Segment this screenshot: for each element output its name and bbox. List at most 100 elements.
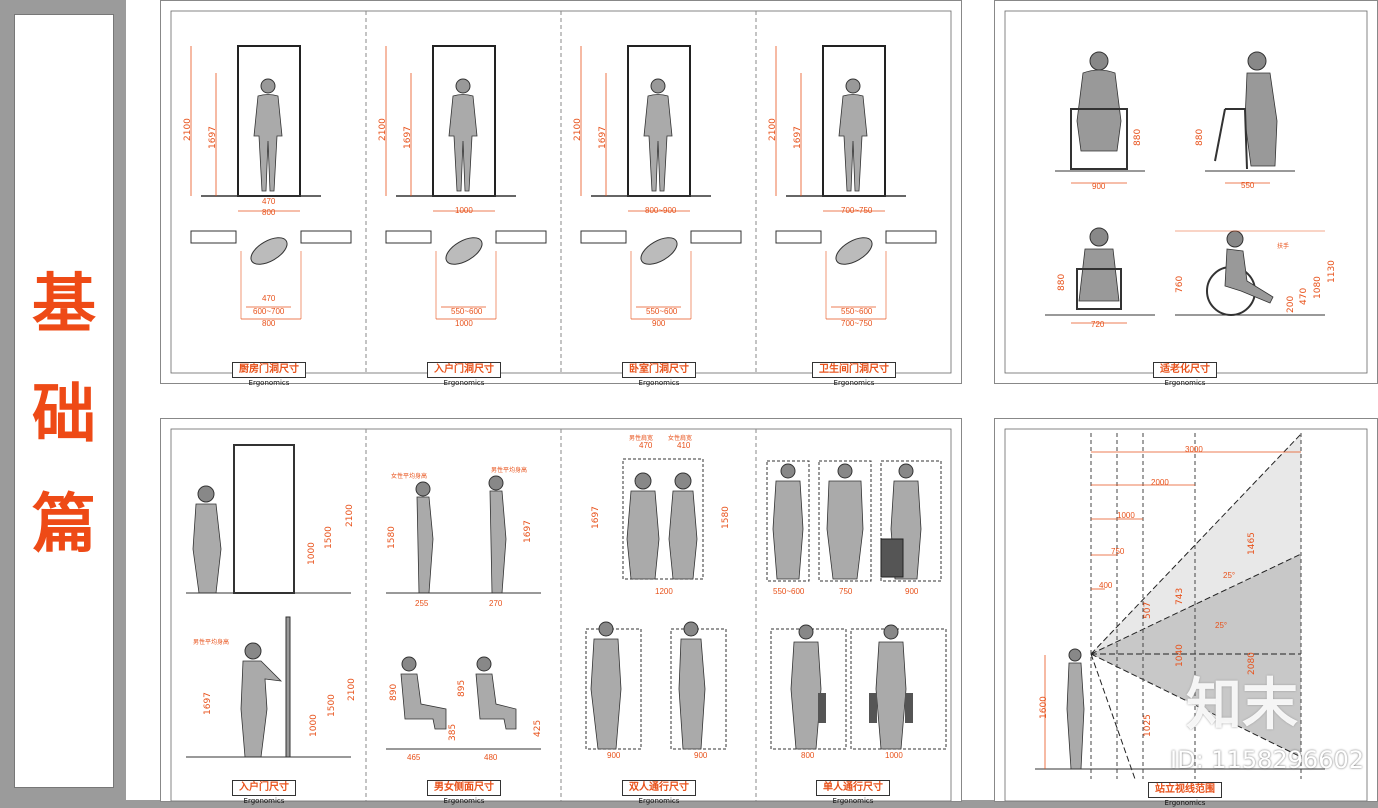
- entry-h3: 1000: [307, 542, 317, 565]
- door1-width-plan-b: 600~700: [253, 307, 285, 316]
- single-width-5: 1000: [885, 751, 903, 760]
- single-width-1: 550~600: [773, 587, 805, 596]
- female-sit-depth: 465: [407, 753, 421, 762]
- double-male-height: 1697: [591, 506, 601, 529]
- wheel-height-4: 470: [1299, 287, 1309, 305]
- sight-v6: 1025: [1143, 714, 1153, 737]
- sight-panel: 3000 2000 1000 750 400 25° 25° 1600 1465…: [994, 418, 1378, 807]
- title-char-1: 基: [32, 268, 96, 342]
- male-avg-label: 男性平均身高: [491, 467, 528, 474]
- single-width-4: 800: [801, 751, 815, 760]
- passage-drawing: [170, 428, 952, 801]
- entry-h7: 1000: [309, 714, 319, 737]
- female-sit-height: 890: [389, 683, 399, 701]
- sight-height: 1600: [1039, 696, 1049, 719]
- male-sit-depth: 480: [484, 753, 498, 762]
- sight-d4: 750: [1111, 547, 1125, 556]
- title-box: 基 础 篇: [14, 14, 114, 788]
- door4-width-door: 700~750: [841, 206, 873, 215]
- sight-v5: 507: [1143, 601, 1153, 619]
- male-height: 1697: [523, 520, 533, 543]
- single-width-2: 750: [839, 587, 853, 596]
- title-strip: 基 础 篇: [0, 0, 126, 800]
- chair-width: 720: [1091, 320, 1105, 329]
- double-female-height: 1580: [721, 506, 731, 529]
- shoulder-b-label: 女性肩宽: [668, 435, 693, 442]
- chair-height: 880: [1057, 273, 1067, 291]
- door1-width-plan-a: 470: [262, 294, 276, 303]
- sight-drawing: [1004, 428, 1368, 801]
- walker-height: 880: [1133, 128, 1143, 146]
- door3-width-door: 800~900: [645, 206, 677, 215]
- sight-angle-2: 25°: [1215, 621, 1228, 630]
- door3-height-total: 2100: [573, 118, 583, 141]
- door3-height-person: 1697: [598, 126, 608, 149]
- door2-width-plan-c: 1000: [455, 319, 473, 328]
- double-width-b: 900: [694, 751, 708, 760]
- sight-d2: 2000: [1151, 478, 1169, 487]
- id-text: ID: 1158296602: [1170, 746, 1364, 774]
- female-avg-label: 女性平均身高: [391, 473, 428, 480]
- entry-h5: 2100: [347, 678, 357, 701]
- single-width-3: 900: [905, 587, 919, 596]
- entry-h1: 2100: [345, 504, 355, 527]
- title-char-2: 础: [32, 378, 96, 452]
- sight-d3: 1000: [1117, 511, 1135, 520]
- sight-v1: 1465: [1247, 532, 1257, 555]
- female-seat-height: 385: [448, 723, 458, 741]
- door-openings-panel: 2100 1697 470 800 470 600~700 800 2100 1…: [160, 0, 962, 387]
- door2-height-person: 1697: [403, 126, 413, 149]
- door1-width-door: 800: [262, 208, 276, 217]
- watermark-logo: 知末: [1186, 673, 1298, 738]
- sight-d5: 400: [1099, 581, 1113, 590]
- door2-width-plan-b: 550~600: [451, 307, 483, 316]
- sight-v4: 1040: [1175, 644, 1185, 667]
- title-char-3: 篇: [32, 488, 96, 562]
- female-height: 1580: [387, 526, 397, 549]
- male-sit-height: 895: [457, 679, 467, 697]
- door1-height-total: 2100: [183, 118, 193, 141]
- shoulder-a-label: 男性肩宽: [629, 435, 654, 442]
- male-seat-height: 425: [533, 719, 543, 737]
- wheel-height-1: 760: [1175, 275, 1185, 293]
- door4-width-plan-b: 550~600: [841, 307, 873, 316]
- wheel-height-3: 1080: [1313, 276, 1323, 299]
- shoulder-a: 470: [639, 441, 653, 450]
- double-width-total: 1200: [655, 587, 673, 596]
- sight-d1: 3000: [1185, 445, 1203, 454]
- aging-panel: 880 900 880 550 880 720 760 1130 1080 47…: [994, 0, 1378, 387]
- door1-height-person: 1697: [208, 126, 218, 149]
- door3-width-plan-b: 550~600: [646, 307, 678, 316]
- door-male-label: 男性平均身高: [193, 639, 230, 646]
- sight-v2: 743: [1175, 587, 1185, 605]
- side-height: 880: [1195, 128, 1205, 146]
- door4-height-total: 2100: [768, 118, 778, 141]
- passage-panel: 男性平均身高 2100 1500 1000 1697 2100 1500 100…: [160, 418, 962, 805]
- side-width: 550: [1241, 181, 1255, 190]
- door-openings-drawing: [170, 10, 952, 374]
- entry-h4: 1697: [203, 692, 213, 715]
- door3-width-plan-c: 900: [652, 319, 666, 328]
- sight-angle-1: 25°: [1223, 571, 1236, 580]
- door4-height-person: 1697: [793, 126, 803, 149]
- walker-width: 900: [1092, 182, 1106, 191]
- door2-width-door: 1000: [455, 206, 473, 215]
- female-depth: 255: [415, 599, 429, 608]
- double-width-a: 900: [607, 751, 621, 760]
- entry-h6: 1500: [327, 694, 337, 717]
- door1-width-plan-c: 800: [262, 319, 276, 328]
- door2-height-total: 2100: [378, 118, 388, 141]
- aging-drawing: [1004, 10, 1368, 374]
- wheel-height-2: 1130: [1327, 260, 1337, 283]
- shoulder-b: 410: [677, 441, 691, 450]
